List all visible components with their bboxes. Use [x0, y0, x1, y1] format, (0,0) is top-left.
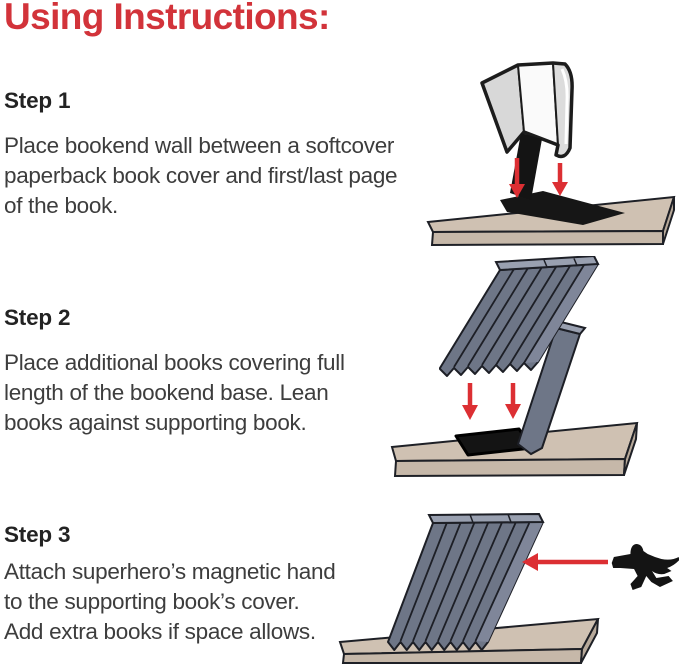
- books-stack: [387, 512, 545, 651]
- step-3-text: Step 3 Attach superhero’s magnetic hand …: [4, 522, 416, 647]
- step-2-body-line: books against supporting book.: [4, 410, 307, 435]
- step-3-body-line: Add extra books if space allows.: [4, 619, 316, 644]
- step-2-body-line: Place additional books covering full: [4, 350, 345, 375]
- shelf: [390, 421, 639, 478]
- step-2-body-line: length of the bookend base. Lean: [4, 380, 329, 405]
- page-title: Using Instructions:: [4, 0, 330, 37]
- step-1-body-line: paperback book cover and first/last page: [4, 163, 398, 188]
- step-1-body-line: Place bookend wall between a softcover: [4, 133, 395, 158]
- arrow-down-icon: [509, 158, 525, 198]
- step-3-body-line: Attach superhero’s magnetic hand: [4, 559, 336, 584]
- superhero-icon: [611, 544, 679, 590]
- step-2-illustration: [390, 256, 639, 478]
- bookend-shadow: [500, 191, 625, 225]
- open-book: [480, 61, 574, 159]
- supporting-book: [516, 320, 587, 456]
- step-2-heading: Step 2: [4, 305, 71, 330]
- step-2-text: Step 2 Place additional books covering f…: [4, 305, 416, 438]
- step-3-illustration: [338, 512, 679, 664]
- step-1-text: Step 1 Place bookend wall between a soft…: [4, 88, 416, 221]
- step-1-body-line: of the book.: [4, 193, 118, 218]
- arrow-down-icon: [505, 383, 521, 419]
- arrow-down-icon: [462, 383, 478, 420]
- step-3-heading: Step 3: [4, 522, 71, 547]
- step-1-illustration: [426, 61, 676, 247]
- arrow-left-icon: [522, 553, 608, 571]
- arrow-down-icon: [552, 163, 568, 196]
- books-stack: [439, 256, 600, 377]
- step-1-heading: Step 1: [4, 88, 71, 113]
- step-3-body-line: to the supporting book’s cover.: [4, 589, 300, 614]
